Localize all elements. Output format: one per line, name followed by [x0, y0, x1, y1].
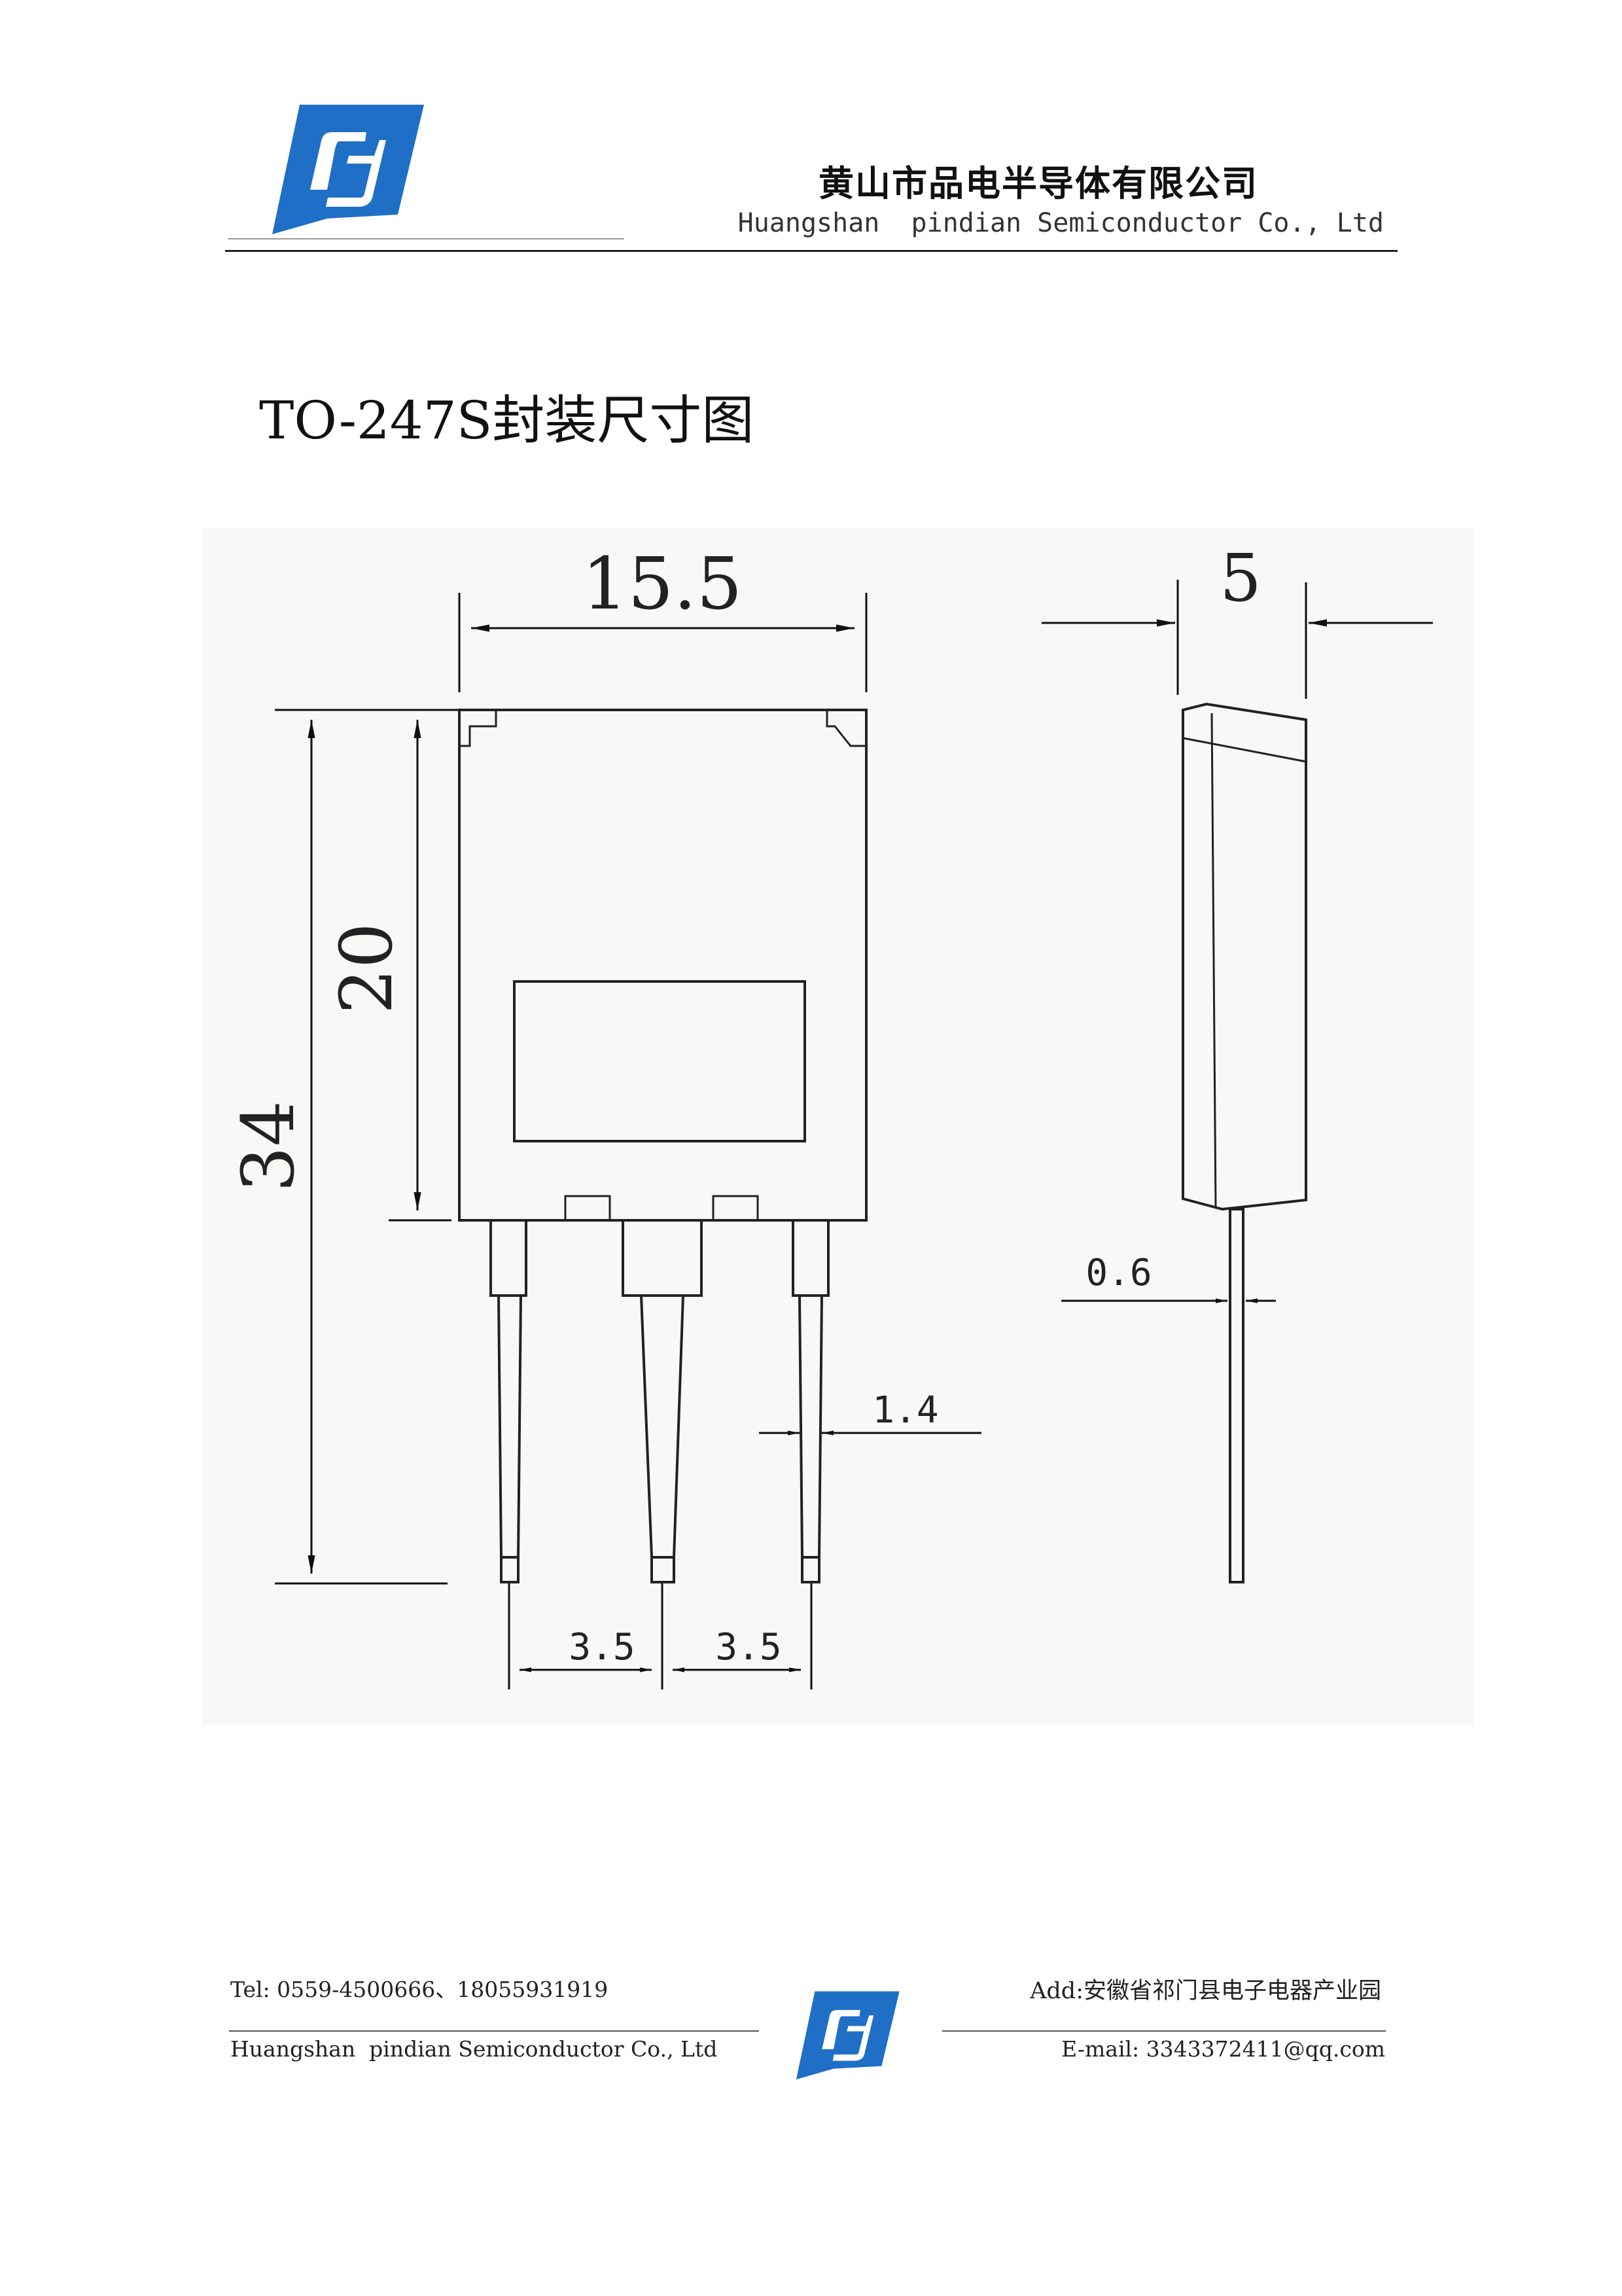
company-name-cn: 黄山市品电半导体有限公司	[819, 163, 1258, 204]
header-rule-right	[700, 250, 1398, 252]
bottom-notch-right	[712, 1195, 759, 1220]
dim-total-height-label: 34	[226, 1101, 310, 1192]
dim-width-label: 15.5	[582, 542, 743, 626]
dim-lead-width-label: 1.4	[872, 1389, 938, 1432]
lead-right	[792, 1219, 830, 1583]
company-name-en: Huangshan pindian Semiconductor Co., Ltd	[737, 208, 1384, 238]
package-dimension-drawing: 15.5 5 34 20 0.6 1.4 3.5 3.5	[226, 540, 1433, 1689]
footer-company-en: Huangshan pindian Semiconductor Co., Ltd	[230, 2036, 718, 2062]
drawing-background	[202, 527, 1473, 1725]
header-rule-left	[225, 250, 700, 252]
front-body-outline	[458, 709, 868, 1222]
side-body-outline	[1182, 702, 1307, 1211]
bottom-notch-left	[564, 1195, 611, 1220]
company-logo-icon	[272, 105, 424, 234]
dim-body-height-label: 20	[325, 923, 408, 1014]
footer-telephone: Tel: 0559-4500666、18055931919	[230, 1977, 608, 2002]
footer-email: E-mail: 3343372411@qq.com	[1061, 2036, 1385, 2062]
dim-lead-thickness-label: 0.6	[1085, 1252, 1152, 1294]
side-lead	[1229, 1208, 1244, 1583]
dim-pitch-left-label: 3.5	[569, 1626, 635, 1669]
page-title: TO-247S封装尺寸图	[259, 390, 754, 451]
footer-logo-icon	[796, 1991, 900, 2079]
lead-left	[489, 1219, 527, 1583]
dim-pitch-right-label: 3.5	[715, 1626, 781, 1669]
footer-rule-left	[229, 2030, 759, 2032]
footer-address: Add:安徽省祁门县电子电器产业园	[1030, 1978, 1381, 2004]
corner-notch-left	[459, 710, 497, 747]
corner-notch-right	[826, 710, 866, 747]
front-window	[513, 980, 806, 1142]
footer-rule-right	[942, 2030, 1386, 2032]
dim-thickness-label: 5	[1220, 540, 1261, 616]
header-rule-thin	[228, 238, 624, 239]
lead-center	[622, 1219, 703, 1583]
